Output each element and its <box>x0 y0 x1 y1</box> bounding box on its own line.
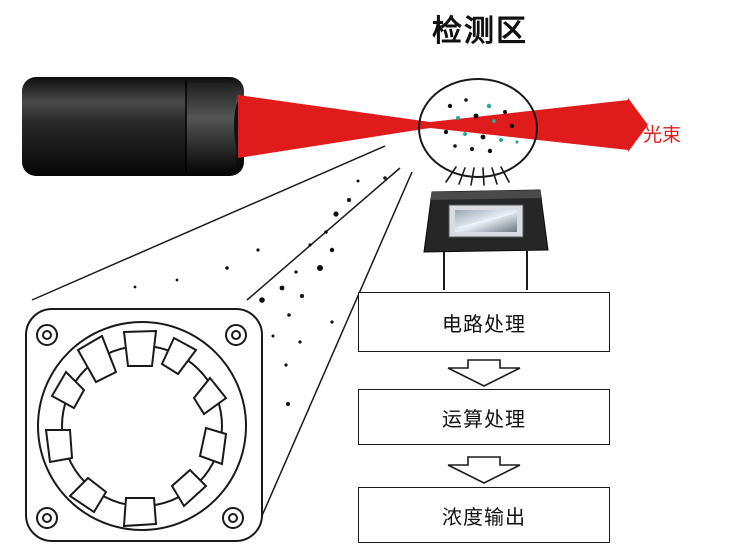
down-arrow-icon <box>447 456 521 484</box>
step-computation: 运算处理 <box>358 389 610 445</box>
fan-icon <box>25 308 263 542</box>
photo-sensor-icon <box>423 189 549 290</box>
detection-zone-title: 检测区 <box>432 14 528 49</box>
laser-beam <box>238 95 648 158</box>
scattered-light-rays <box>445 166 510 186</box>
step-circuit-processing: 电路处理 <box>358 292 610 352</box>
airflow-particles <box>133 176 387 406</box>
scattered-particles <box>443 98 519 154</box>
step-concentration-output: 浓度输出 <box>358 487 610 543</box>
beam-label: 光束 <box>643 124 682 146</box>
step-label: 浓度输出 <box>442 504 526 529</box>
airflow-cone <box>31 145 413 526</box>
laser-emitter-icon <box>22 77 246 176</box>
detection-zone <box>418 78 538 186</box>
down-arrow-icon <box>447 359 521 387</box>
step-label: 运算处理 <box>442 406 526 431</box>
step-label: 电路处理 <box>442 311 526 336</box>
